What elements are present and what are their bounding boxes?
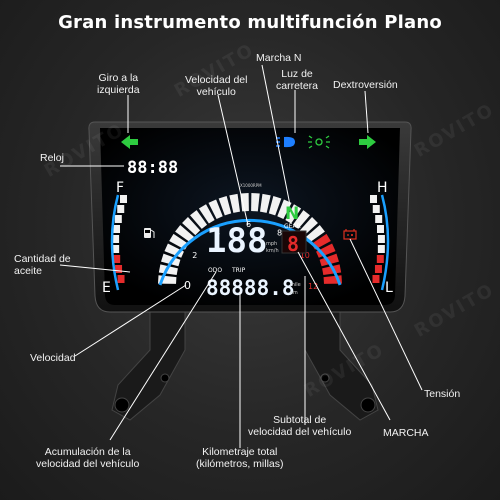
label-dextroversion: Dextroversión [333,79,398,91]
temp-segment [372,275,380,283]
fuel-segment [113,225,121,233]
fuel-pump-icon [144,228,155,238]
temp-segment [375,215,383,223]
rpm-tick-label: 4 [215,228,220,237]
label-reloj: Reloj [40,152,64,164]
fuel-gauge-bar [110,194,127,291]
odo-label: ODO [208,267,222,274]
rpm-unit-label: X1000RPM [240,183,262,188]
temp-segment [377,245,385,253]
rpm-tick-label: 12 [308,282,318,291]
high-beam-icon [276,136,295,148]
rpm-segment [292,210,310,229]
fuel-segment [117,205,125,213]
label-velocidad-vehiculo: Velocidad del vehículo [185,74,248,98]
rpm-segment [218,196,232,216]
temp-segment [374,265,382,273]
rpm-segment [208,199,223,219]
fuel-full-label: F [116,180,124,196]
temp-segment [376,255,384,263]
fuel-segment [112,245,120,253]
rpm-tick-label: 2 [192,251,197,260]
right-turn-arrow-icon [359,135,376,149]
rpm-segment [190,210,208,229]
label-marcha-n: Marcha N [256,52,302,64]
temp-segment [370,195,377,203]
speed-unit-mph: mph [266,241,277,247]
speed-unit-kmh: km/h [266,248,279,254]
temperature-gauge-bar [370,194,390,291]
left-turn-arrow-icon [121,135,138,149]
rpm-segment [175,225,194,243]
mounting-bracket [111,299,379,421]
odometer-display: 88888.8 [206,276,295,300]
label-giro-izquierda: Giro a la izquierda [97,72,140,96]
fuel-empty-label: E [102,280,111,296]
speed-display: 188 [206,221,267,261]
temp-ring [380,194,390,291]
fuel-segment [115,265,123,273]
rpm-segment [268,196,282,216]
rpm-tick-label: 8 [277,228,282,237]
temp-segment [376,225,384,233]
label-subtotal: Subtotal de velocidad del vehículo [248,414,352,438]
rpm-segment [240,193,249,212]
gear-label: GEAR [284,223,301,230]
temp-high-label: H [377,180,388,196]
neutral-indicator: N [285,204,299,224]
rpm-segment [319,253,339,267]
rpm-segment [277,199,292,219]
rpm-segment [251,193,260,212]
rpm-segment [260,193,271,213]
fuel-ring [110,194,120,291]
label-luz-carretera: Luz de carretera [276,68,319,92]
trip-label: TRIP [231,267,246,274]
rpm-tick-label: 10 [300,251,310,260]
label-acumulacion: Acumulación de la velocidad del vehículo [36,446,140,470]
label-kilometraje: Kilometraje total (kilómetros, millas) [196,446,284,470]
odo-unit-km: km [290,290,298,296]
rpm-segment [161,253,181,267]
fuel-segment [120,195,127,203]
temp-segment [372,205,380,213]
rpm-segment [306,225,325,243]
position-light-icon [308,135,330,149]
rpm-tick-label: 0 [184,279,191,292]
gear-digit-box [281,230,307,254]
label-velocidad: Velocidad [30,352,76,364]
temp-segment [377,235,385,243]
callout-lines [59,64,423,448]
fuel-segment [114,215,122,223]
rpm-outer-ring [158,218,342,286]
rpm-tick-label: 6 [246,220,251,229]
fuel-segment [113,255,121,263]
fuel-segment [112,235,120,243]
rpm-segment [198,204,215,224]
rpm-segment [229,193,240,213]
label-tension: Tensión [424,388,461,400]
gear-digit: 8 [287,232,299,256]
rpm-segment [285,204,302,224]
clock-display: 88:88 [127,158,178,178]
label-marcha: MARCHA [383,427,429,439]
fuel-segment [117,275,125,283]
page-title: Gran instrumento multifunción Plano [58,12,442,33]
odo-unit-mile: mile [290,282,301,288]
label-cantidad-aceite: Cantidad de aceite [14,253,71,277]
rpm-segment [182,217,201,236]
temp-low-label: L [385,280,393,296]
